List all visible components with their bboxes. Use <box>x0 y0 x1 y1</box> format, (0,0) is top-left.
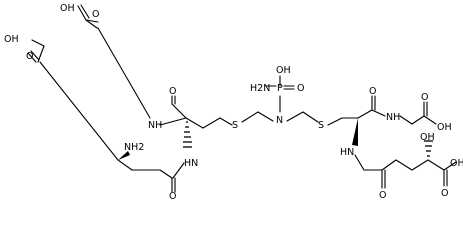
label-nh2: NH2 <box>124 142 144 153</box>
label-s-left: S <box>232 120 238 131</box>
label-nh-left: NH <box>148 120 162 131</box>
label-oh-left: OH <box>4 34 19 45</box>
right-cysteine <box>327 95 437 171</box>
label-nh2-glu: OH <box>420 132 435 143</box>
label-n-center: N <box>276 115 283 126</box>
left-acid-chain <box>27 39 119 161</box>
label-o-top: O <box>92 9 99 20</box>
top-acid-chain <box>77 4 151 119</box>
label-oh-p: OH <box>276 65 291 76</box>
amino-fragment <box>117 151 185 193</box>
label-oh-glu-acid: OH <box>450 158 463 169</box>
label-o-glu: O <box>441 188 448 199</box>
label-s-right: S <box>318 120 324 131</box>
right-glutamate <box>363 140 457 189</box>
left-cysteine <box>159 95 233 148</box>
chemical-structure-canvas: OH O OH O NH O S N P OH O H2N S NH O O O… <box>4 3 463 199</box>
central-linker <box>241 75 319 123</box>
molecule-diagram: OH O OH O NH O S N P OH O H2N S NH O O O… <box>4 3 463 199</box>
label-o-amide2: O <box>369 86 376 97</box>
label-o-left: O <box>26 51 33 62</box>
label-oh-top: OH <box>60 3 75 14</box>
label-o-bottom: O <box>169 191 176 199</box>
label-hn-left: HN <box>184 158 198 169</box>
label-oh-gly: OH <box>437 122 452 133</box>
label-nh-right: NH <box>386 112 400 123</box>
label-o-gly: O <box>421 92 428 103</box>
label-hn-right: HN <box>340 147 354 158</box>
label-h2n-p: H2N <box>250 83 270 94</box>
label-p: P <box>277 83 283 94</box>
label-o-glu-left: O <box>379 190 386 199</box>
label-o-amide1: O <box>169 86 176 97</box>
label-o-p: O <box>297 83 304 94</box>
